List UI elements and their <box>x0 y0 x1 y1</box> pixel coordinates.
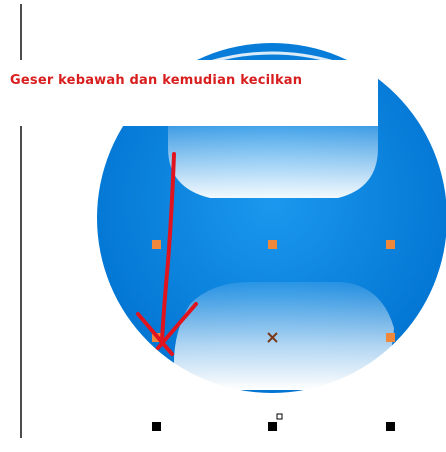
upper-highlight <box>168 110 378 198</box>
lower-highlight[interactable] <box>173 282 394 390</box>
top-highlight-arc <box>209 51 335 64</box>
arrow-head-left <box>136 312 174 356</box>
handle-bottom-right[interactable] <box>386 422 395 431</box>
small-square-icon[interactable] <box>276 413 283 420</box>
handle-bottom-left[interactable] <box>152 422 161 431</box>
arrow-head-right <box>156 302 198 350</box>
arrow-shaft <box>160 152 176 342</box>
handle-middle-left[interactable] <box>152 240 161 249</box>
handle-lower-right[interactable] <box>386 333 395 342</box>
handle-middle-center[interactable] <box>268 240 277 249</box>
red-arrow-annotation <box>136 152 198 356</box>
x-mark-icon[interactable] <box>267 332 278 343</box>
handle-bottom-center[interactable] <box>268 422 277 431</box>
instruction-text: Geser kebawah dan kemudian kecilkan <box>10 73 303 88</box>
handle-middle-right[interactable] <box>386 240 395 249</box>
instruction-banner <box>0 60 378 126</box>
